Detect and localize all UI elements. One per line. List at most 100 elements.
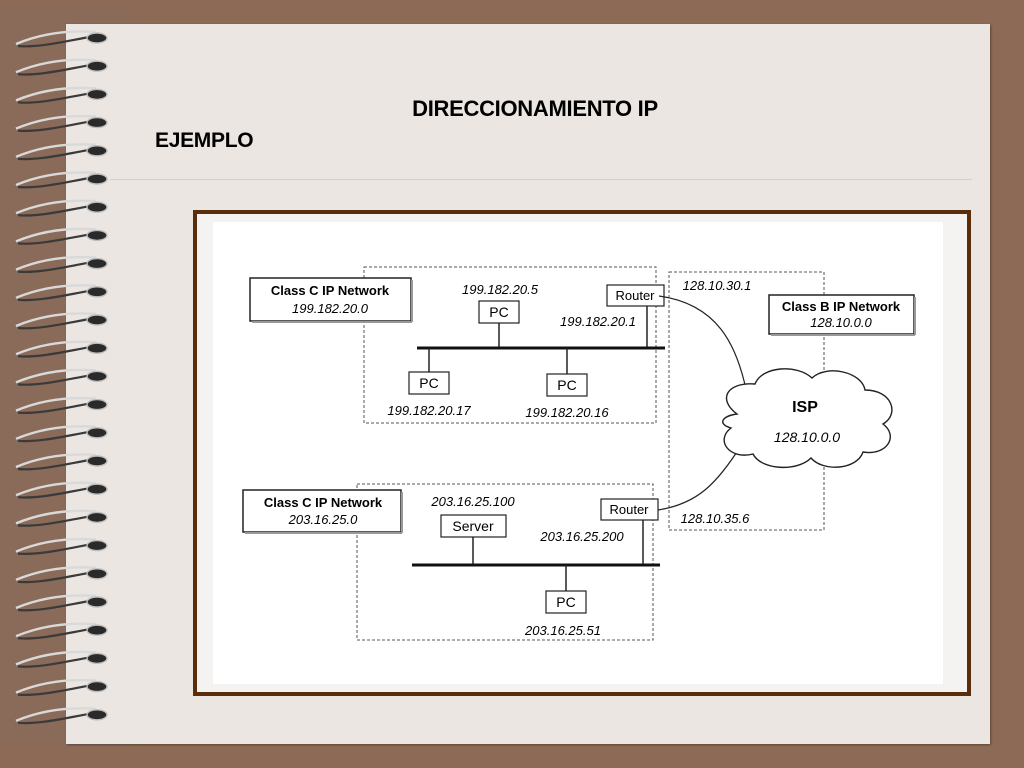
spiral-coil-hole bbox=[86, 116, 108, 129]
spiral-coil-wire bbox=[15, 566, 97, 581]
spiral-coil-hole bbox=[86, 229, 108, 242]
isp-network-boundary bbox=[668, 271, 825, 531]
spiral-coil-back bbox=[17, 486, 97, 499]
isp-address: 128.10.0.0 bbox=[774, 429, 840, 445]
spiral-coil-back bbox=[17, 542, 97, 556]
isp-link-bottom-ip: 128.10.35.6 bbox=[681, 511, 750, 526]
spiral-coil-back bbox=[17, 91, 97, 104]
diagram-frame: Class C IP Network 199.182.20.0 199.182.… bbox=[193, 210, 971, 696]
slide-subtitle: EJEMPLO bbox=[155, 129, 254, 152]
spiral-coil-hole bbox=[86, 60, 108, 72]
isp-network-address: 128.10.0.0 bbox=[810, 315, 872, 330]
spiral-coil-wire bbox=[15, 340, 97, 356]
top-pc-ip: 199.182.20.5 bbox=[462, 282, 539, 297]
spiral-coil-wire bbox=[15, 396, 97, 412]
spiral-coil-back bbox=[17, 232, 97, 245]
spiral-coil-wire bbox=[15, 707, 97, 722]
top-network-address: 199.182.20.0 bbox=[292, 301, 369, 316]
isp-cloud bbox=[722, 368, 893, 469]
spiral-coil-back bbox=[17, 373, 97, 386]
spiral-coil-back bbox=[17, 598, 97, 612]
spiral-coil-back bbox=[17, 457, 97, 471]
spiral-coil-wire bbox=[15, 425, 97, 440]
spiral-coil-back bbox=[17, 514, 97, 527]
top-network-label: Class C IP Network bbox=[271, 283, 390, 298]
spiral-coil-back bbox=[17, 63, 97, 76]
spiral-coil-hole bbox=[86, 88, 108, 101]
spiral-coil-wire bbox=[15, 143, 97, 158]
left-pc-box bbox=[408, 371, 450, 395]
spiral-binding-icon bbox=[15, 30, 108, 725]
spiral-coil-back bbox=[17, 627, 97, 640]
spiral-coil-back bbox=[17, 147, 97, 161]
bottom-router-ip: 203.16.25.200 bbox=[539, 529, 624, 544]
spiral-coil-back bbox=[17, 204, 97, 217]
network-diagram: Class C IP Network 199.182.20.0 199.182.… bbox=[213, 222, 943, 684]
spiral-coil-back bbox=[17, 316, 97, 330]
bottom-pc-box bbox=[545, 590, 587, 614]
spiral-coil-wire bbox=[15, 453, 97, 469]
spiral-coil-back bbox=[17, 260, 97, 274]
spiral-coil-back bbox=[17, 655, 97, 668]
top-router-label: Router bbox=[615, 288, 655, 303]
top-router-box bbox=[606, 284, 665, 307]
spiral-coil-hole bbox=[86, 596, 108, 608]
spiral-coil-back bbox=[17, 175, 97, 189]
spiral-coil-hole bbox=[86, 455, 108, 467]
bottom-network-boundary bbox=[356, 483, 654, 641]
spiral-coil-back bbox=[17, 683, 97, 697]
bottom-router-link bbox=[657, 443, 743, 511]
isp-network-label-box bbox=[768, 294, 915, 335]
right-pc-box bbox=[546, 373, 588, 397]
spiral-coil-wire bbox=[15, 199, 97, 215]
right-pc-ip: 199.182.20.16 bbox=[525, 405, 609, 420]
spiral-coil-hole bbox=[86, 286, 108, 298]
spiral-coil-wire bbox=[15, 509, 97, 525]
spiral-coil-wire bbox=[15, 481, 97, 497]
spiral-coil-wire bbox=[15, 58, 97, 74]
spiral-coil-hole bbox=[86, 314, 108, 326]
isp-link-top-ip: 128.10.30.1 bbox=[683, 278, 752, 293]
spiral-coil-hole bbox=[86, 173, 108, 185]
spiral-coil-hole bbox=[86, 398, 108, 411]
slide-title: DIRECCIONAMIENTO IP bbox=[412, 96, 658, 121]
spiral-coil-wire bbox=[15, 650, 97, 666]
bottom-pc-label: PC bbox=[556, 594, 575, 610]
spiral-coil-back bbox=[17, 288, 97, 302]
left-pc-ip: 199.182.20.17 bbox=[387, 403, 471, 418]
bottom-pc-ip: 203.16.25.51 bbox=[524, 623, 601, 638]
top-router-link bbox=[658, 295, 748, 395]
spiral-coil-wire bbox=[15, 30, 97, 46]
bottom-network-label-box bbox=[242, 489, 402, 533]
spiral-coil-back bbox=[17, 119, 97, 133]
spiral-coil-hole bbox=[86, 652, 108, 665]
spiral-coil-wire bbox=[15, 312, 97, 328]
server-label: Server bbox=[452, 518, 494, 534]
spiral-coil-hole bbox=[86, 680, 108, 693]
spiral-coil-hole bbox=[86, 427, 108, 439]
spiral-coil-hole bbox=[86, 709, 108, 721]
right-pc-label: PC bbox=[557, 377, 576, 393]
spiral-coil-wire bbox=[15, 537, 97, 553]
spiral-coil-hole bbox=[86, 624, 108, 636]
top-router-ip: 199.182.20.1 bbox=[560, 314, 636, 329]
bottom-router-box bbox=[600, 498, 659, 521]
isp-name: ISP bbox=[792, 399, 818, 416]
spiral-coil-back bbox=[17, 711, 97, 725]
spiral-coil-wire bbox=[15, 255, 97, 271]
spiral-coil-back bbox=[17, 429, 97, 443]
spiral-coil-wire bbox=[15, 171, 97, 187]
bottom-network-label: Class C IP Network bbox=[264, 495, 383, 510]
server-ip: 203.16.25.100 bbox=[430, 494, 515, 509]
spiral-coil-wire bbox=[15, 284, 97, 299]
spiral-coil-hole bbox=[86, 145, 108, 157]
spiral-coil-wire bbox=[15, 678, 97, 694]
spiral-coil-wire bbox=[15, 594, 97, 610]
spiral-coil-wire bbox=[15, 622, 97, 638]
spiral-coil-hole bbox=[86, 201, 108, 213]
spiral-coil-hole bbox=[86, 539, 108, 552]
spiral-coil-hole bbox=[86, 342, 108, 354]
spiral-coil-wire bbox=[15, 227, 97, 243]
bottom-network-address: 203.16.25.0 bbox=[288, 512, 358, 527]
spiral-coil-back bbox=[17, 570, 97, 584]
